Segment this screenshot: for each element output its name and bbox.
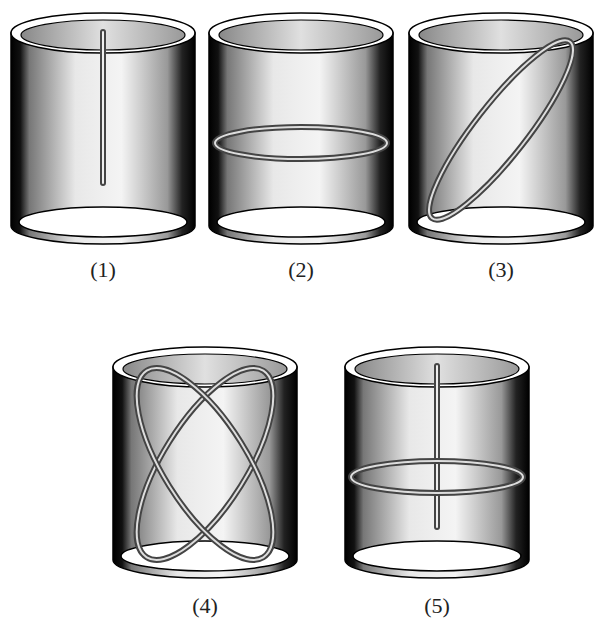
- tube-4: [111, 347, 299, 580]
- tube-1: [11, 13, 195, 244]
- callout-number: (4): [192, 595, 218, 617]
- callout-number: (2): [288, 259, 314, 281]
- tube-2: [209, 13, 393, 244]
- tube-3: [409, 13, 593, 244]
- callout-number: (3): [488, 259, 514, 281]
- tube-5: [345, 347, 529, 578]
- callout-number: (1): [90, 259, 116, 281]
- callout-number: (5): [424, 595, 450, 617]
